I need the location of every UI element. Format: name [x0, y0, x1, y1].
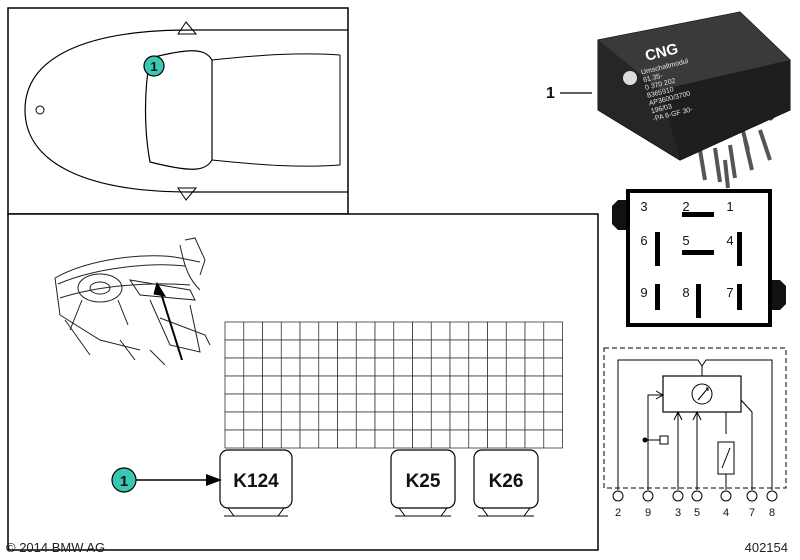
pin-label-8: 8 [682, 285, 689, 300]
terminal-label-8: 8 [769, 507, 775, 519]
car-top-view-panel: 1 [7, 7, 349, 215]
schematic-terminals: 2 9 3 5 4 7 8 [612, 490, 778, 519]
relay-label-line: 196/03 [650, 103, 673, 115]
callout-arrowhead-icon [206, 474, 222, 486]
relay-slot-k26: K26 [473, 449, 539, 517]
diode-box [659, 435, 669, 445]
relay-slot-k25: K25 [390, 449, 456, 517]
relay-schematic: 2 9 3 5 4 7 8 [603, 347, 787, 519]
terminal-label-5: 5 [694, 507, 700, 519]
pin-label-7: 7 [726, 285, 733, 300]
relay-item-number: 1 [546, 85, 555, 102]
relay-coil-box [717, 441, 735, 475]
dashboard-interior-sketch [54, 237, 211, 366]
pin-label-2: 2 [682, 199, 689, 214]
relay-slot-label: K124 [233, 471, 279, 492]
fusebox-panel: K124 K25 K26 1 [7, 213, 599, 551]
callout-label-main: 1 [120, 473, 128, 490]
relay-slots: K124 K25 K26 [219, 449, 539, 517]
pin-label-3: 3 [640, 199, 647, 214]
terminal-7 [746, 490, 758, 502]
relay-slot-k124: K124 [219, 449, 293, 517]
copyright-text: © 2014 BMW AG [6, 540, 106, 555]
diagram-id: 402154 [744, 540, 788, 555]
pin-blades [655, 212, 742, 318]
relay-label-line: 61.35- [643, 72, 665, 84]
terminal-3 [672, 490, 684, 502]
electronic-module-box [662, 375, 742, 413]
terminal-label-7: 7 [749, 507, 755, 519]
terminal-9 [642, 490, 654, 502]
pin-label-1: 1 [726, 199, 733, 214]
terminal-4 [720, 490, 732, 502]
pin-label-9: 9 [640, 285, 647, 300]
pin-label-5: 5 [682, 233, 689, 248]
fuse-grid [224, 321, 563, 449]
pin-number-labels: 3 2 1 6 5 4 9 8 7 [640, 199, 733, 300]
terminal-label-3: 3 [675, 507, 681, 519]
schematic-dashed-border [603, 347, 787, 489]
pin-label-6: 6 [640, 233, 647, 248]
relay-slot-label: K26 [489, 471, 524, 492]
relay-pin-layout: 3 2 1 6 5 4 9 8 7 [612, 189, 786, 327]
terminal-label-2: 2 [615, 507, 621, 519]
pin-label-4: 4 [726, 233, 733, 248]
terminal-label-9: 9 [645, 507, 651, 519]
callout-badge-top: 1 [143, 55, 165, 77]
callout-label-top: 1 [150, 59, 157, 74]
callout-badge-main: 1 [111, 467, 222, 493]
timer-icon [691, 383, 713, 405]
relay-slot-label: K25 [406, 471, 441, 492]
terminal-8 [766, 490, 778, 502]
terminal-5 [691, 490, 703, 502]
terminal-2 [612, 490, 624, 502]
terminal-label-4: 4 [723, 507, 729, 519]
bmw-roundel-icon [623, 71, 637, 85]
